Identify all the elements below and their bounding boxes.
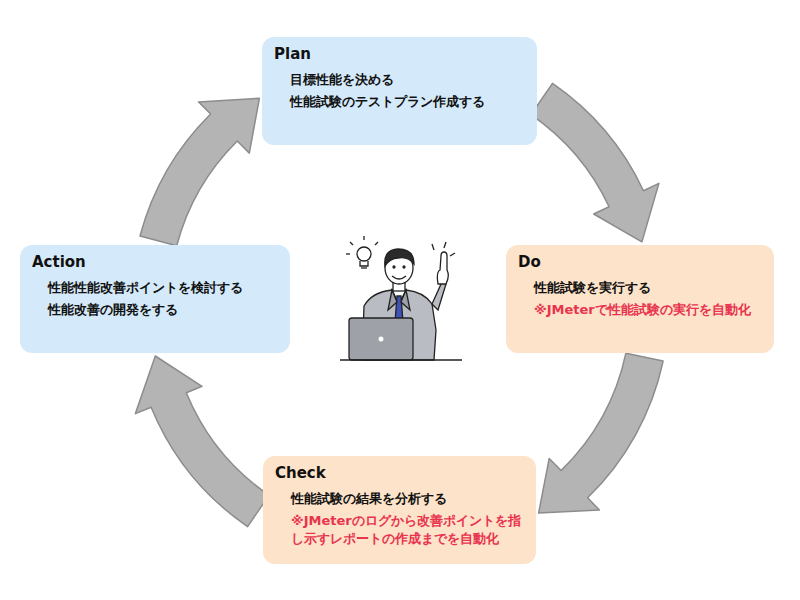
cycle-arrow [140, 98, 259, 245]
phase-task: 性能試験の結果を分析する [275, 490, 524, 508]
pdca-box: Do 性能試験を実行する ※JMeterで性能試験の実行を自動化 [506, 245, 774, 353]
automation-note: ※JMeterのログから改善ポイントを指し示すレポートの作成までを自動化 [275, 512, 524, 547]
pdca-box: Plan 目標性能を決める性能試験のテストプラン作成する [262, 37, 537, 145]
laptop [340, 318, 462, 360]
phase-title: Plan [274, 45, 525, 65]
cycle-arrow [531, 83, 659, 242]
pdca-box: Action 性能性能改善ポイントを検討する性能改善の開発をする [20, 245, 290, 353]
phase-task: 目標性能を決める [274, 71, 525, 89]
phase-title: Action [32, 253, 278, 273]
phase-task: 性能試験を実行する [518, 279, 762, 297]
lightbulb [346, 236, 378, 268]
automation-note: ※JMeterで性能試験の実行を自動化 [518, 301, 762, 319]
phase-task: 性能性能改善ポイントを検討する [32, 279, 278, 297]
cycle-arrow [539, 353, 664, 513]
phase-task: 性能改善の開発をする [32, 301, 278, 319]
phase-title: Do [518, 253, 762, 273]
pdca-box: Check 性能試験の結果を分析する ※JMeterのログから改善ポイントを指し示す… [263, 456, 536, 564]
phase-task: 性能試験のテストプラン作成する [274, 93, 525, 111]
phase-title: Check [275, 464, 524, 484]
cycle-arrow [135, 356, 269, 527]
